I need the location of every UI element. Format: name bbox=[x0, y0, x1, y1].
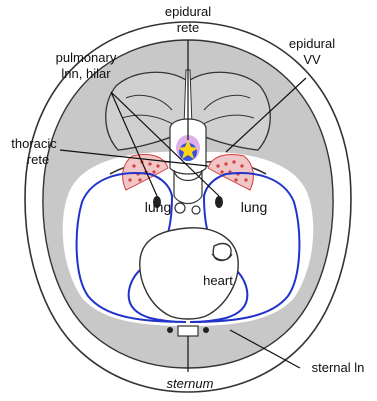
label-pulmonary-2: lnn, hilar bbox=[61, 66, 111, 81]
label-pulmonary-1: pulmonary bbox=[56, 50, 117, 65]
label-epidural-vv-2: VV bbox=[303, 52, 321, 67]
label-sternal-ln: sternal ln bbox=[312, 360, 365, 375]
label-lung-right: lung bbox=[241, 199, 267, 215]
label-sternum: sternum bbox=[167, 376, 214, 391]
label-heart: heart bbox=[203, 273, 233, 288]
label-lung-left: lung bbox=[145, 199, 171, 215]
label-thoracic-1: thoracic bbox=[11, 136, 57, 151]
label-epidural-rete-1: epidural bbox=[165, 4, 211, 19]
label-epidural-vv-1: epidural bbox=[289, 36, 335, 51]
label-thoracic-2: rete bbox=[27, 152, 49, 167]
label-epidural-rete-2: rete bbox=[177, 20, 199, 35]
